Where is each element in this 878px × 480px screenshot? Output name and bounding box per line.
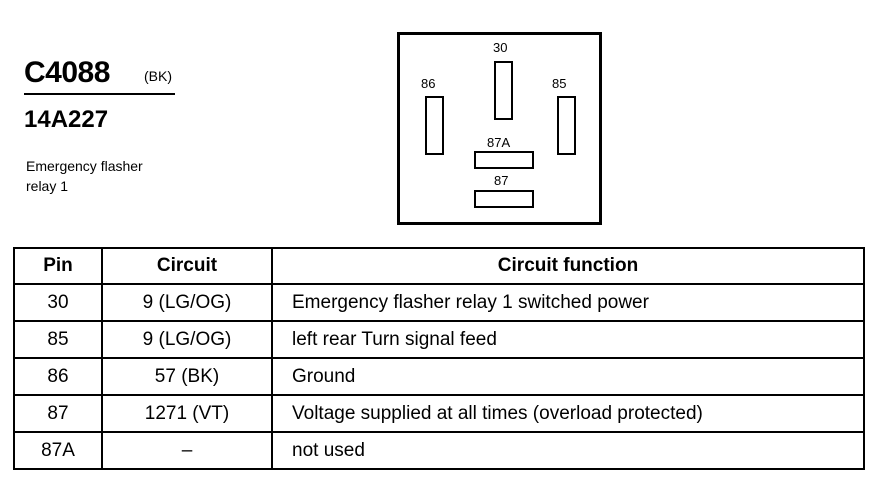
cell-pin: 86 [13,357,103,396]
title-underline [24,93,175,95]
cell-pin: 30 [13,283,103,322]
cell-function: Voltage supplied at all times (overload … [271,394,865,433]
pin-label-87: 87 [494,173,509,188]
connector-id: C4088 [24,56,110,89]
cell-pin: 85 [13,320,103,359]
header-circuit: Circuit [101,247,273,285]
pin-label-85: 85 [552,76,567,91]
relay-face-diagram: 30 86 85 87A 87 [397,32,602,225]
part-number: 14A227 [24,106,109,133]
cell-circuit: – [101,431,273,470]
connector-color: (BK) [144,68,172,84]
terminal-30 [494,61,513,120]
cell-function: not used [271,431,865,470]
description-line-1: Emergency flasher [26,158,143,174]
header-circuit-function: Circuit function [271,247,865,285]
table-row: 86 57 (BK) Ground [13,357,865,396]
cell-pin: 87 [13,394,103,433]
pin-table: Pin Circuit Circuit function 30 9 (LG/OG… [13,247,865,470]
connector-description: Emergency flasher relay 1 [26,156,143,196]
cell-pin: 87A [13,431,103,470]
cell-function: left rear Turn signal feed [271,320,865,359]
table-row: 87A – not used [13,431,865,470]
cell-circuit: 1271 (VT) [101,394,273,433]
header-pin: Pin [13,247,103,285]
table-row: 87 1271 (VT) Voltage supplied at all tim… [13,394,865,433]
table-row: 30 9 (LG/OG) Emergency flasher relay 1 s… [13,283,865,322]
pin-label-30: 30 [493,40,508,55]
pin-label-87a: 87A [487,135,511,150]
terminal-86 [425,96,444,155]
cell-circuit: 9 (LG/OG) [101,283,273,322]
cell-circuit: 57 (BK) [101,357,273,396]
terminal-85 [557,96,576,155]
description-line-2: relay 1 [26,178,69,194]
table-header-row: Pin Circuit Circuit function [13,247,865,285]
cell-function: Emergency flasher relay 1 switched power [271,283,865,322]
cell-function: Ground [271,357,865,396]
cell-circuit: 9 (LG/OG) [101,320,273,359]
terminal-87a [474,151,534,169]
pin-label-86: 86 [421,76,436,91]
table-row: 85 9 (LG/OG) left rear Turn signal feed [13,320,865,359]
terminal-87 [474,190,534,208]
